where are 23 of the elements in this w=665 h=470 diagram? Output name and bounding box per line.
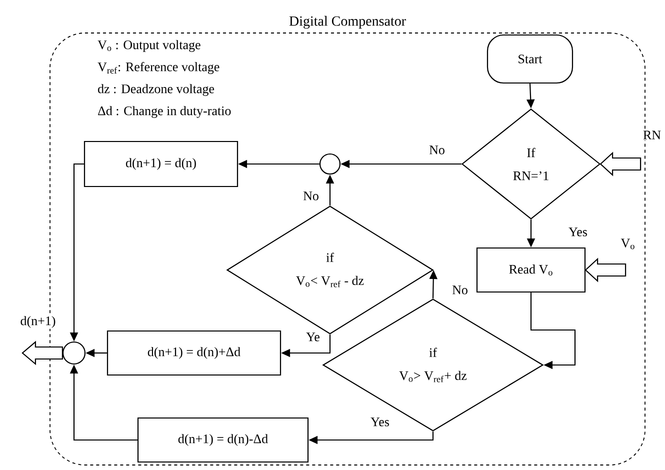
- junction-circle: [319, 153, 341, 175]
- process-box: d(n+1) = d(n)-Δd: [137, 417, 309, 463]
- process-box: d(n+1) = d(n): [84, 140, 238, 188]
- legend-text: dz : Deadzone voltage: [98, 84, 214, 96]
- edge-label: RN: [642, 130, 662, 140]
- edge-label: No: [451, 284, 469, 296]
- edge-label: Yes: [568, 226, 588, 238]
- legend-text: V$_{o}$ : Output voltage: [98, 40, 200, 52]
- process-box: Read V$_{o}$: [476, 247, 586, 293]
- edge-label: No: [302, 190, 320, 202]
- region-title: Digital Compensator: [289, 16, 406, 29]
- start-terminal: Start: [486, 34, 574, 84]
- edge-label: Yes: [370, 416, 390, 428]
- edge-label: d(n+1): [19, 315, 57, 329]
- arrow: [530, 292, 576, 370]
- hollow-arrow: [22, 340, 63, 366]
- process-box: d(n+1) = d(n)+Δd: [106, 330, 282, 376]
- legend-text: Δd : Change in duty-ratio: [98, 106, 231, 118]
- edge-label: Ye: [305, 332, 321, 342]
- junction-circle: [62, 341, 86, 365]
- edge-label: V$_{o}$: [620, 238, 636, 250]
- edge-label: No: [428, 144, 446, 156]
- legend-text: V$_{ref}$: Reference voltage: [98, 62, 220, 74]
